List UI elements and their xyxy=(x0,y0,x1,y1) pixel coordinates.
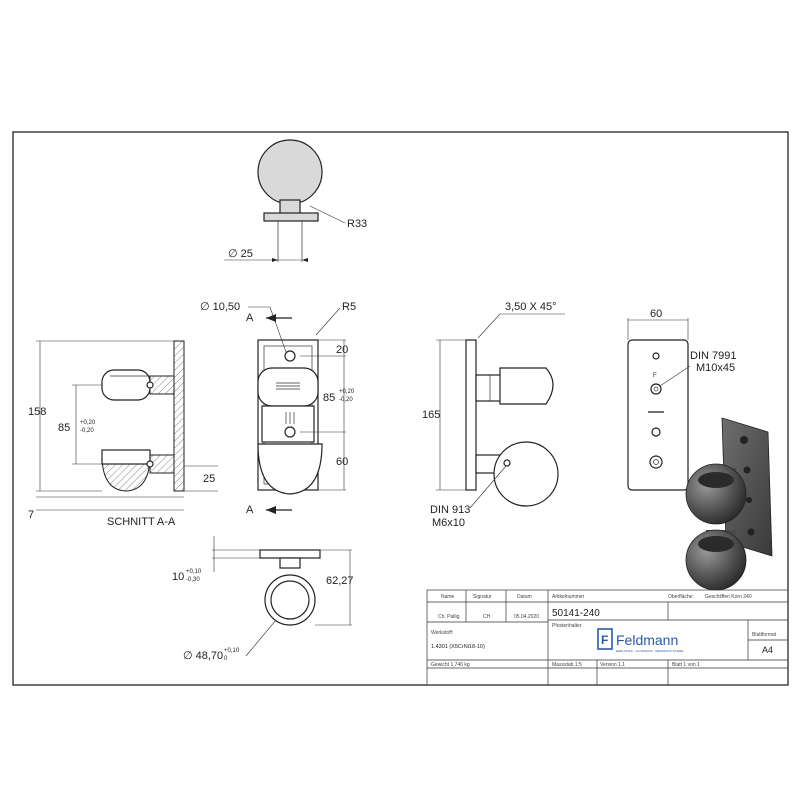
dim-20: 20 xyxy=(336,344,348,356)
tb-massstab: Massstab 1:5 xyxy=(552,662,582,668)
dim-85: 85 xyxy=(323,392,335,404)
tb-header-datum: Datum xyxy=(517,594,532,600)
side-view: 3,50 X 45° 165 DIN 913 M6x10 xyxy=(422,301,565,529)
dim-25b: 25 xyxy=(203,473,215,485)
tb-signatur: CH xyxy=(483,614,491,620)
tb-werkstoff: 1.4301 (X5CrNi18-10) xyxy=(431,644,485,650)
tb-benennung: Pfostenhalter xyxy=(552,623,582,629)
sheet-frame xyxy=(12,131,789,686)
title-block: Name Signatur Datum Artikelnummer Oberfl… xyxy=(426,589,789,686)
dim-6227: 62,27 xyxy=(326,575,354,587)
rear-view: F 60 DIN 7991 M10x45 xyxy=(627,308,736,491)
dim-60a: 60 xyxy=(336,456,348,468)
tb-blatt: Blatt 1 von 1 xyxy=(672,662,700,668)
section-label: SCHNITT A-A xyxy=(107,516,176,528)
brand-sub: EDELSTAHL · ALUMINIUM · MESSINGSYSTEME xyxy=(616,649,683,653)
tb-header-name: Name xyxy=(441,594,455,600)
section-a-bottom: A xyxy=(246,504,254,516)
section-a-top: A xyxy=(246,312,254,324)
dim-d1050: ∅ 10,50 xyxy=(200,301,240,313)
tb-datum: 05.04.2020 xyxy=(514,614,539,620)
bottom-view: 10 +0,10 -0,30 62,27 ∅ 48,70 +0,10 0 xyxy=(172,536,354,662)
tol-4870-minus: 0 xyxy=(224,656,228,662)
product-3d-render xyxy=(685,417,773,591)
dim-10: 10 xyxy=(172,571,184,583)
tb-name: Ch. Pallig xyxy=(438,614,460,620)
tol-10-minus: -0,30 xyxy=(186,577,200,583)
brand-name: Feldmann xyxy=(616,632,678,648)
label-din913-a: DIN 913 xyxy=(430,504,470,516)
dim-chamfer: 3,50 X 45° xyxy=(505,301,557,313)
tol-10-plus: +0,10 xyxy=(186,569,202,575)
tb-header-oberflaeche: Oberfläche: xyxy=(668,594,694,600)
label-din7991-a: DIN 7991 xyxy=(690,350,736,362)
tol-85-minus: -0,20 xyxy=(339,397,353,403)
tb-version: Version 1.1 xyxy=(600,662,625,668)
rear-brand-mark: F xyxy=(653,373,657,379)
brand-logo-letter: F xyxy=(601,633,608,647)
label-din913-b: M6x10 xyxy=(432,517,465,529)
section-view: 158 85 +0,20 -0,20 25 7 SCHNITT A-A xyxy=(28,340,218,528)
tb-artikelnummer: 50141-240 xyxy=(552,608,600,619)
front-view: A A ∅ 10,50 R5 20 85 +0,20 -0,20 60 xyxy=(200,301,356,516)
dim-r33: R33 xyxy=(347,218,367,230)
tb-header-signatur: Signatur xyxy=(473,594,492,600)
dim-60b: 60 xyxy=(650,308,662,320)
dim-d4870: ∅ 48,70 xyxy=(183,650,223,662)
dim-7: 7 xyxy=(28,509,34,521)
tb-header-blattformat: Blattformat xyxy=(752,632,777,638)
label-din7991-b: M10x45 xyxy=(696,362,735,374)
tb-header-artikel: Artikelnummer xyxy=(552,594,585,600)
tb-blattformat: A4 xyxy=(762,645,773,655)
brand-logo-icon xyxy=(597,628,613,650)
dim-165: 165 xyxy=(422,409,440,421)
top-view: R33 ∅ 25 xyxy=(224,139,367,262)
tb-oberflaeche: Geschliffen Korn 240 xyxy=(705,594,752,600)
dim-r5: R5 xyxy=(342,301,356,313)
dim-158: 158 xyxy=(28,406,46,418)
tol-85b-plus: +0,20 xyxy=(80,420,96,426)
tol-85-plus: +0,20 xyxy=(339,389,355,395)
tb-gewicht: Gewicht 1,746 kg xyxy=(431,662,470,668)
dim-85b: 85 xyxy=(58,422,70,434)
tol-85b-minus: -0,20 xyxy=(80,428,94,434)
dim-d25: ∅ 25 xyxy=(228,248,253,260)
tb-header-werkstoff: Werkstoff: xyxy=(431,630,453,636)
tol-4870-plus: +0,10 xyxy=(224,648,240,654)
